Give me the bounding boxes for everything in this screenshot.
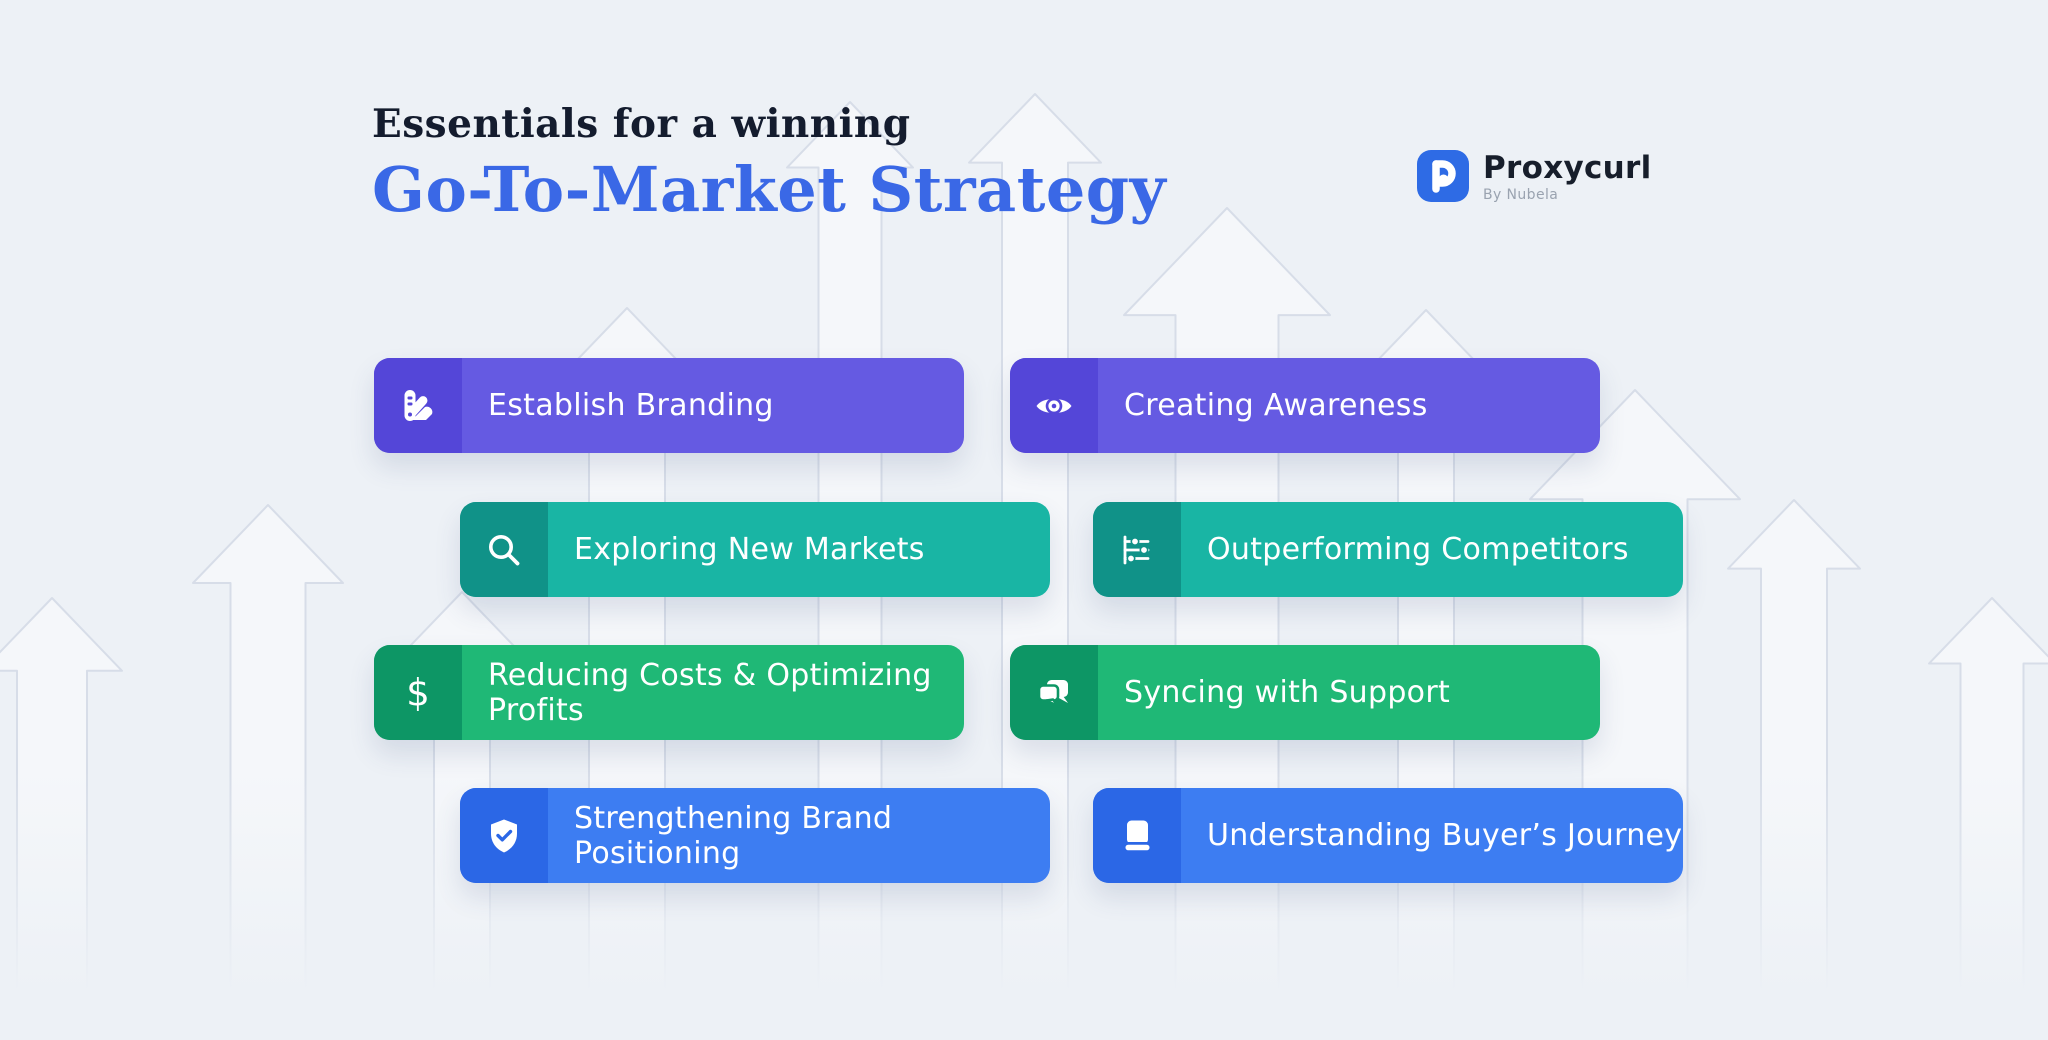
strategy-item-label: Understanding Buyer’s Journey [1207, 818, 1683, 853]
strategy-item[interactable]: Strengthening Brand Positioning [460, 788, 1050, 883]
strategy-item-label: Creating Awareness [1124, 388, 1428, 423]
proxycurl-logo: Proxycurl By Nubela [1417, 150, 1652, 203]
logo-tagline: By Nubela [1483, 186, 1559, 203]
strategy-item[interactable]: Understanding Buyer’s Journey [1093, 788, 1683, 883]
strategy-item[interactable]: Exploring New Markets [460, 502, 1050, 597]
swatchbook-icon [374, 358, 462, 453]
logo-text: Proxycurl By Nubela [1483, 150, 1652, 203]
page-title: Essentials for a winning Go-To-Market St… [372, 103, 1166, 221]
title-line-1: Essentials for a winning [372, 101, 911, 147]
logo-brand-name: Proxycurl [1483, 150, 1652, 186]
strategy-item[interactable]: Creating Awareness [1010, 358, 1600, 453]
dollar-icon: $ [374, 645, 462, 740]
strategy-item-label: Establish Branding [488, 388, 774, 423]
proxycurl-p-icon [1417, 150, 1469, 202]
book-icon [1093, 788, 1181, 883]
strategy-item-label: Outperforming Competitors [1207, 532, 1629, 567]
strategy-item-label: Strengthening Brand Positioning [574, 800, 893, 871]
strategy-item-label: Reducing Costs & Optimizing Profits [488, 657, 932, 728]
strategy-item[interactable]: $ Reducing Costs & Optimizing Profits [374, 645, 964, 740]
strategy-item[interactable]: Syncing with Support [1010, 645, 1600, 740]
strategy-item-label: Exploring New Markets [574, 532, 925, 567]
search-icon [460, 502, 548, 597]
strategy-item[interactable]: Outperforming Competitors [1093, 502, 1683, 597]
eye-icon [1010, 358, 1098, 453]
strategy-item[interactable]: Establish Branding [374, 358, 964, 453]
chat-icon [1010, 645, 1098, 740]
strategy-item-label: Syncing with Support [1124, 675, 1451, 710]
svg-text:$: $ [406, 673, 430, 713]
sliders-icon [1093, 502, 1181, 597]
title-line-2: Go-To-Market Strategy [372, 152, 1167, 226]
shield-check-icon [460, 788, 548, 883]
